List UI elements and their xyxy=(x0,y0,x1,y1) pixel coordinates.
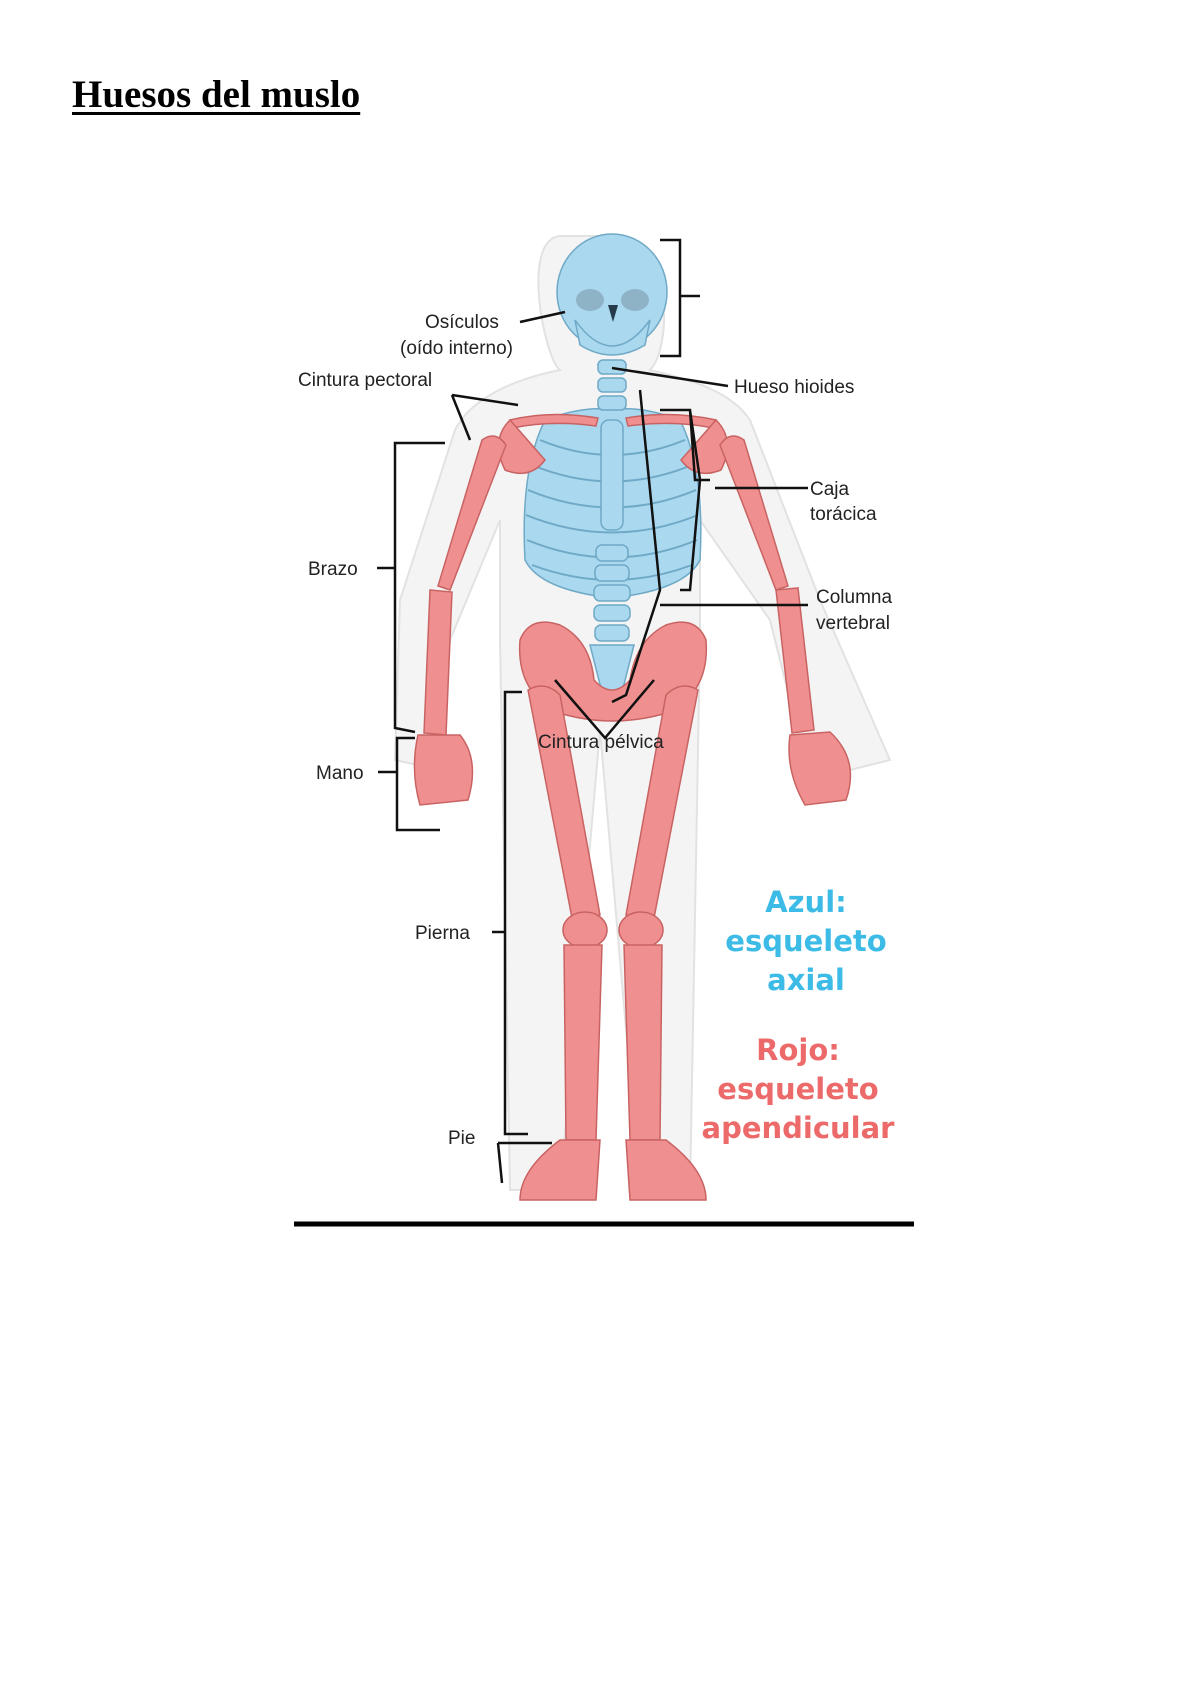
label-hand: Mano xyxy=(316,763,364,784)
label-spine-line1: Columna xyxy=(816,587,892,608)
foot-left xyxy=(519,1139,601,1201)
jaw xyxy=(574,319,651,356)
patella-left xyxy=(562,911,608,949)
label-ossicles-line2: (oído interno) xyxy=(400,338,513,359)
label-hyoid: Hueso hioides xyxy=(734,377,854,398)
label-ribcage-line1: Caja xyxy=(810,479,850,500)
humerus-right xyxy=(719,435,789,591)
label-spine-line2: vertebral xyxy=(816,613,890,634)
legend-axial-line1: Azul: xyxy=(765,885,847,919)
pelvis xyxy=(518,621,708,722)
label-foot: Pie xyxy=(448,1128,475,1149)
femur-left xyxy=(527,685,601,919)
legend-appendicular-line3: apendicular xyxy=(702,1111,896,1145)
label-leg: Pierna xyxy=(415,923,470,944)
sternum xyxy=(600,419,624,531)
label-pectoral: Cintura pectoral xyxy=(298,370,432,391)
clavicle-left xyxy=(509,413,599,429)
skull xyxy=(556,233,668,351)
scapula-left xyxy=(497,418,546,475)
axial-skeleton xyxy=(523,233,702,701)
eye-socket-right xyxy=(621,289,649,311)
vertebral-column xyxy=(589,359,635,701)
foot-right xyxy=(625,1139,707,1201)
label-arm: Brazo xyxy=(308,559,358,580)
legend-appendicular-line2: esqueleto xyxy=(717,1072,878,1106)
legend-axial-line2: esqueleto xyxy=(725,924,886,958)
patella-right xyxy=(618,911,664,949)
appendicular-skeleton xyxy=(413,413,852,1201)
nasal-cavity xyxy=(608,305,618,322)
hand-left xyxy=(413,734,474,806)
humerus-left xyxy=(437,435,507,591)
tibia-right xyxy=(623,944,663,1141)
color-legend: Azul: esqueleto axial Rojo: esqueleto ap… xyxy=(702,885,896,1145)
page-title: Huesos del muslo xyxy=(72,73,361,116)
label-ribcage-line2: torácica xyxy=(810,504,877,525)
eye-socket-left xyxy=(576,289,604,311)
femur-right xyxy=(625,685,699,919)
label-pelvic: Cintura pélvica xyxy=(538,732,664,753)
annotation-lines xyxy=(377,238,808,1184)
legend-appendicular-line1: Rojo: xyxy=(756,1033,840,1067)
label-ossicles-line1: Osículos xyxy=(425,312,499,333)
tibia-left xyxy=(563,944,603,1141)
legend-axial-line3: axial xyxy=(767,963,845,997)
hand-right xyxy=(788,731,852,806)
forearm-right xyxy=(775,587,815,734)
